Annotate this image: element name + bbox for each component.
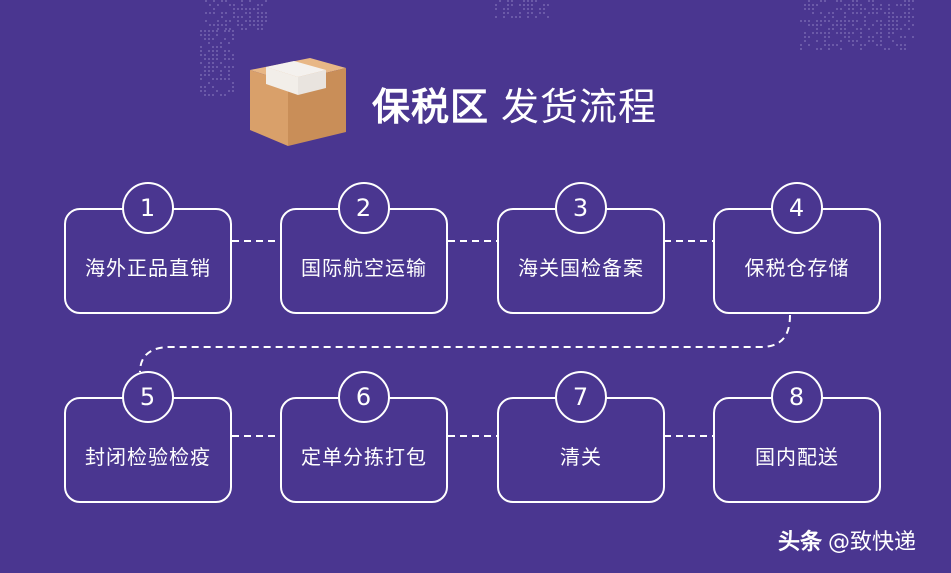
title-light: 发货流程 bbox=[501, 85, 658, 129]
step-8: 8 国内配送 bbox=[713, 371, 881, 503]
step-label: 保税仓存储 bbox=[744, 255, 850, 280]
step-number-badge: 7 bbox=[555, 371, 607, 423]
step-number-badge: 6 bbox=[338, 371, 390, 423]
step-label: 国内配送 bbox=[755, 444, 839, 469]
step-label: 国际航空运输 bbox=[301, 255, 427, 280]
step-label: 清关 bbox=[560, 444, 602, 469]
step-number-badge: 4 bbox=[771, 182, 823, 234]
step-3: 3 海关国检备案 bbox=[497, 182, 665, 314]
watermark-logo: 头条 bbox=[778, 530, 823, 555]
step-1: 1 海外正品直销 bbox=[64, 182, 232, 314]
watermark: 头条@致快递 bbox=[778, 526, 916, 560]
step-label: 海外正品直销 bbox=[85, 255, 211, 280]
step-5: 5 封闭检验检疫 bbox=[64, 371, 232, 503]
step-6: 6 定单分拣打包 bbox=[280, 371, 448, 503]
step-number-badge: 8 bbox=[771, 371, 823, 423]
step-label: 海关国检备案 bbox=[518, 255, 644, 280]
cardboard-box-icon bbox=[250, 58, 346, 146]
step-7: 7 清关 bbox=[497, 371, 665, 503]
step-4: 4 保税仓存储 bbox=[713, 182, 881, 314]
title-bold: 保税区 bbox=[372, 85, 490, 129]
step-number-badge: 2 bbox=[338, 182, 390, 234]
watermark-handle: @致快递 bbox=[828, 530, 917, 555]
page-title: 保税区发货流程 bbox=[372, 82, 657, 132]
step-number-badge: 1 bbox=[122, 182, 174, 234]
connector-4-5 bbox=[139, 314, 791, 373]
step-label: 定单分拣打包 bbox=[301, 444, 427, 469]
step-2: 2 国际航空运输 bbox=[280, 182, 448, 314]
step-label: 封闭检验检疫 bbox=[85, 444, 211, 469]
step-number-badge: 5 bbox=[122, 371, 174, 423]
step-number-badge: 3 bbox=[555, 182, 607, 234]
